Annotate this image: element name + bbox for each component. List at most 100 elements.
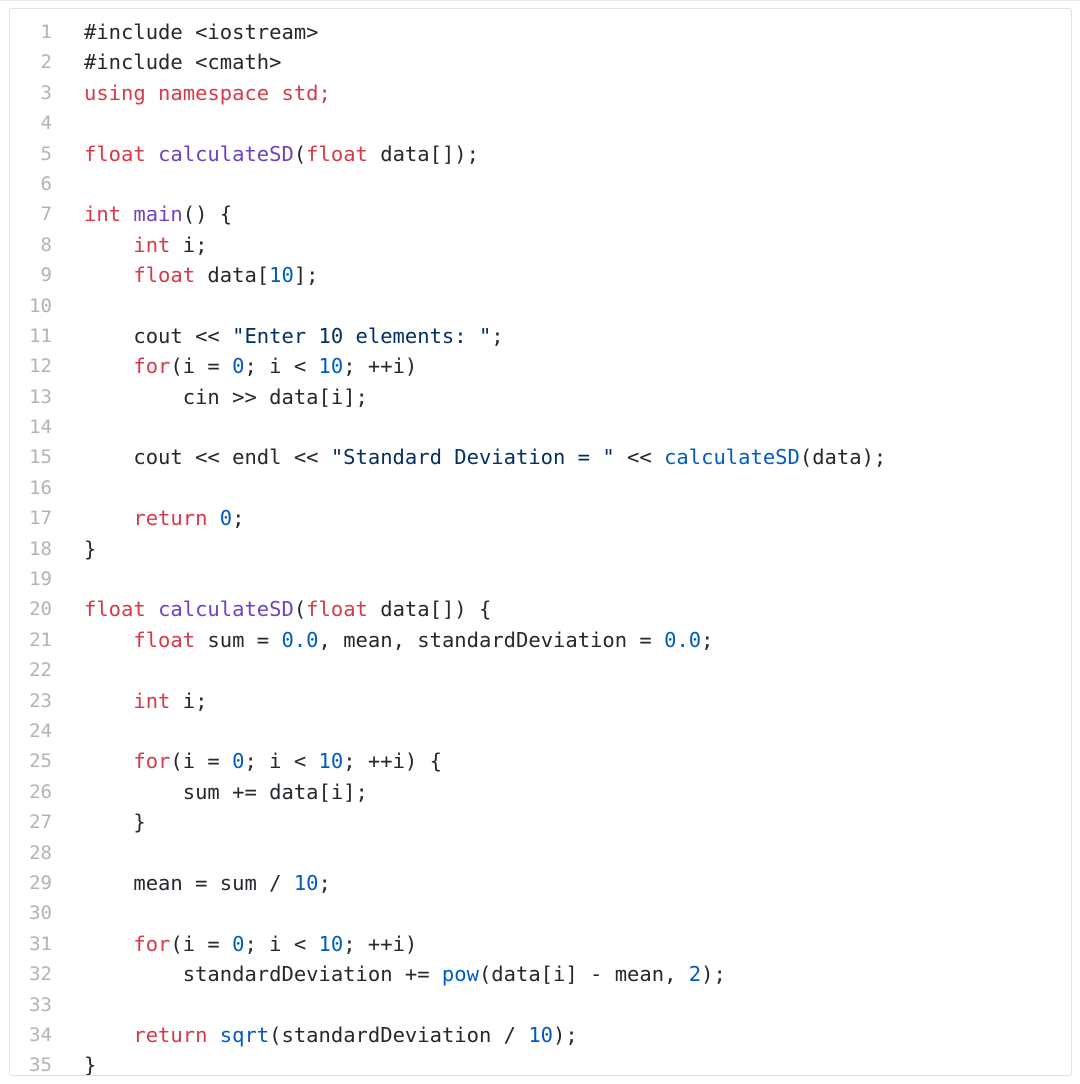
code-line[interactable]: 9 float data[10]; [10,260,1071,290]
code-line[interactable]: 15 cout << endl << "Standard Deviation =… [10,442,1071,472]
code-line[interactable]: 21 float sum = 0.0, mean, standardDeviat… [10,625,1071,655]
line-number: 13 [29,385,52,408]
code-line[interactable]: 17 return 0; [10,503,1071,533]
code-text[interactable]: cin >> data[i]; [84,382,368,412]
line-number: 19 [29,568,52,591]
code-token: sqrt [219,1022,270,1047]
code-line[interactable]: 31 for(i = 0; i < 10; ++i) [10,929,1071,959]
code-token: return [133,1022,208,1047]
code-text[interactable]: float sum = 0.0, mean, standardDeviation… [84,625,713,655]
code-token: float [84,597,159,622]
code-token: "Enter 10 elements: " [232,323,492,348]
code-text[interactable]: } [84,534,96,564]
line-number: 18 [29,537,52,560]
code-line[interactable]: 2#include <cmath> [10,47,1071,77]
code-token [207,506,219,530]
code-line[interactable]: 29 mean = sum / 10; [10,868,1071,898]
code-token [84,689,133,713]
code-line[interactable]: 10 [10,291,1071,321]
code-text[interactable]: mean = sum / 10; [84,868,331,898]
code-line[interactable]: 30 [10,898,1071,928]
code-token [84,506,133,530]
code-text[interactable]: float calculateSD(float data[]); [84,139,479,169]
code-text[interactable]: } [84,1050,96,1075]
line-number: 6 [40,172,52,195]
code-text[interactable]: cout << "Enter 10 elements: "; [84,321,504,351]
code-token: float [84,141,159,166]
code-text[interactable]: using namespace std; [84,78,331,108]
code-line[interactable]: 26 sum += data[i]; [10,777,1071,807]
code-text[interactable]: float calculateSD(float data[]) { [84,594,491,624]
code-token: calculateSD [158,597,294,622]
code-text[interactable]: for(i = 0; i < 10; ++i) { [84,746,442,776]
code-line[interactable]: 16 [10,473,1071,503]
code-line[interactable]: 35} [10,1050,1071,1075]
line-number: 1 [40,21,52,43]
code-line[interactable]: 23 int i; [10,686,1071,716]
code-text[interactable]: standardDeviation += pow(data[i] - mean,… [84,959,726,989]
code-line[interactable]: 12 for(i = 0; i < 10; ++i) [10,351,1071,381]
code-text[interactable]: return 0; [84,503,244,533]
code-line[interactable]: 11 cout << "Enter 10 elements: "; [10,321,1071,351]
code-token: (data[i] - mean, [478,962,689,987]
code-text[interactable]: cout << endl << "Standard Deviation = " … [84,442,886,472]
code-token: ; [232,506,245,531]
code-line[interactable]: 24 [10,716,1071,746]
code-line[interactable]: 14 [10,412,1071,442]
line-number: 9 [40,264,52,287]
code-line[interactable]: 27 } [10,807,1071,837]
line-number: 25 [29,750,52,773]
code-text[interactable]: return sqrt(standardDeviation / 10); [84,1020,577,1050]
code-text[interactable]: for(i = 0; i < 10; ++i) [84,929,417,959]
code-token: ; ++i) [343,931,418,956]
code-token: 10 [269,263,294,288]
code-line[interactable]: 1 #include <iostream> [10,17,1071,47]
code-text[interactable]: #include <iostream> [84,17,319,47]
code-line[interactable]: 32 standardDeviation += pow(data[i] - me… [10,959,1071,989]
code-token: cout << endl << [84,445,331,470]
code-token: sum = [195,627,282,652]
code-text[interactable]: #include <cmath> [84,47,281,77]
code-line[interactable]: 4 [10,108,1071,138]
code-text[interactable]: int i; [84,686,207,716]
line-number: 27 [29,811,52,834]
line-number: 24 [29,719,52,742]
code-text[interactable]: int main() { [84,199,232,229]
line-number: 32 [29,963,52,986]
code-line[interactable]: 8 int i; [10,230,1071,260]
code-token: "Standard Deviation = " [330,445,615,470]
code-token: mean = sum / [84,870,294,895]
code-line[interactable]: 28 [10,838,1071,868]
code-token: << [614,445,665,470]
code-token: using namespace std; [84,80,331,105]
code-line[interactable]: 33 [10,990,1071,1020]
code-text[interactable]: int i; [84,230,207,260]
code-token: ( [293,141,307,166]
code-text[interactable]: float data[10]; [84,260,318,290]
code-line[interactable]: 25 for(i = 0; i < 10; ++i) { [10,746,1071,776]
code-token: 10 [318,354,344,379]
code-line[interactable]: 6 [10,169,1071,199]
code-line[interactable]: 19 [10,564,1071,594]
code-line[interactable]: 18} [10,534,1071,564]
code-token: for [133,749,171,774]
code-token: data[ [195,263,270,288]
code-token: (i = [170,749,233,774]
code-token: ; [491,323,504,348]
code-token: 10 [318,931,344,956]
code-text[interactable]: for(i = 0; i < 10; ++i) [84,351,417,381]
code-token: (i = [170,931,233,956]
code-line[interactable]: 34 return sqrt(standardDeviation / 10); [10,1020,1071,1050]
line-number: 12 [29,355,52,378]
code-text[interactable]: } [84,807,145,837]
code-token: () { [182,202,233,227]
code-text[interactable]: sum += data[i]; [84,777,368,807]
code-line[interactable]: 13 cin >> data[i]; [10,382,1071,412]
code-line[interactable]: 22 [10,655,1071,685]
